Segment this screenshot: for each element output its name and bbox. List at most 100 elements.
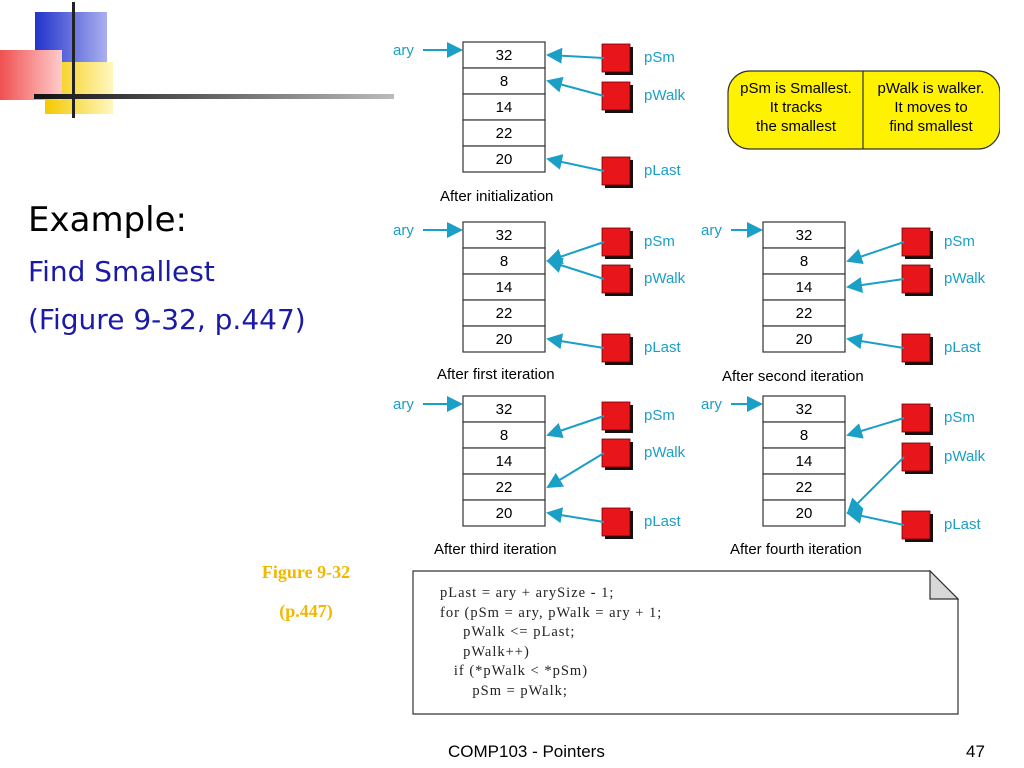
ary-label: ary bbox=[393, 222, 414, 239]
array-cell bbox=[462, 395, 546, 423]
panel-label: After second iteration bbox=[722, 368, 864, 385]
code-line: pWalk <= pLast; bbox=[440, 624, 576, 641]
panel-label: After first iteration bbox=[437, 366, 555, 383]
pointer-arrow-pwalk bbox=[546, 76, 605, 97]
pointer-box-pwalk bbox=[601, 438, 631, 468]
array-cell-value: 8 bbox=[800, 427, 808, 444]
pointer-arrow-plast bbox=[546, 154, 605, 172]
array-cell bbox=[762, 421, 846, 449]
array-cell bbox=[762, 299, 846, 327]
pointer-arrow-psm bbox=[846, 241, 905, 265]
code-line: for (pSm = ary, pWalk = ary + 1; bbox=[440, 604, 663, 621]
code-line: pWalk++) bbox=[440, 643, 530, 660]
array-cell bbox=[462, 325, 546, 353]
pointer-arrow-plast bbox=[546, 507, 605, 524]
pointer-box-plast bbox=[901, 510, 931, 540]
array-cell-value: 32 bbox=[496, 227, 513, 244]
note-box bbox=[727, 70, 1000, 150]
array-cell bbox=[762, 395, 846, 423]
pointer-box-pwalk bbox=[601, 264, 631, 294]
pointer-box-plast bbox=[901, 333, 931, 363]
corner-decoration-graphic bbox=[0, 2, 394, 118]
note-text-left: the smallest bbox=[756, 118, 837, 135]
array-cell-value: 22 bbox=[796, 305, 813, 322]
pointer-box-psm bbox=[601, 43, 631, 73]
slide-figure-ref: (Figure 9-32, p.447) bbox=[28, 303, 306, 336]
pointer-arrow-psm bbox=[546, 47, 605, 64]
pointer-label-plast: pLast bbox=[944, 516, 982, 533]
pointer-arrow-psm bbox=[546, 415, 605, 439]
array-cell-value: 22 bbox=[496, 305, 513, 322]
corner-decoration bbox=[0, 0, 400, 120]
array-cell bbox=[762, 247, 846, 275]
note-text-right: It moves to bbox=[894, 99, 967, 116]
array-cell bbox=[762, 325, 846, 353]
slide-title-block: Example: Find Smallest (Figure 9-32, p.4… bbox=[28, 200, 306, 344]
code-listing-box bbox=[412, 570, 959, 715]
pointer-label-plast: pLast bbox=[944, 339, 982, 356]
pointer-arrow-plast bbox=[846, 508, 905, 526]
array-cell bbox=[462, 447, 546, 475]
array-cell-value: 14 bbox=[496, 453, 513, 470]
pointer-box-pwalk bbox=[901, 442, 931, 472]
array-cell-value: 14 bbox=[796, 453, 813, 470]
code-line: pLast = ary + arySize - 1; bbox=[440, 585, 615, 601]
array-cell bbox=[762, 473, 846, 501]
pointer-arrow-pwalk bbox=[846, 456, 905, 515]
array-cell-value: 14 bbox=[496, 279, 513, 296]
page-number: 47 bbox=[966, 742, 985, 761]
array-cell-value: 8 bbox=[500, 253, 508, 270]
ary-label: ary bbox=[393, 396, 414, 413]
note-text-left: pSm is Smallest. bbox=[740, 80, 852, 97]
panel-label: After third iteration bbox=[434, 541, 557, 558]
ary-label: ary bbox=[701, 396, 722, 413]
array-cell bbox=[462, 93, 546, 121]
pointer-box-plast bbox=[601, 507, 631, 537]
array-cell bbox=[762, 273, 846, 301]
pointer-arrow-pwalk bbox=[846, 277, 905, 293]
figure-page-ref: (p.447) bbox=[279, 601, 333, 621]
array-cell-value: 32 bbox=[496, 401, 513, 418]
array-cell bbox=[462, 145, 546, 173]
array-cell bbox=[462, 499, 546, 527]
pointer-label-pwalk: pWalk bbox=[944, 270, 986, 287]
array-cell-value: 20 bbox=[496, 505, 513, 522]
array-cell-value: 20 bbox=[496, 331, 513, 348]
array-cell bbox=[462, 473, 546, 501]
pointer-arrow-plast bbox=[846, 333, 905, 350]
array-cell-value: 22 bbox=[496, 479, 513, 496]
slide-subtitle: Find Smallest bbox=[28, 255, 215, 288]
array-cell-value: 8 bbox=[800, 253, 808, 270]
pointer-arrow-pwalk bbox=[546, 452, 605, 489]
ary-label: ary bbox=[701, 222, 722, 239]
array-cell bbox=[762, 221, 846, 249]
array-cell-value: 20 bbox=[796, 331, 813, 348]
pointer-label-psm: pSm bbox=[644, 407, 675, 424]
array-cell-value: 8 bbox=[500, 73, 508, 90]
pointer-box-plast bbox=[601, 156, 631, 186]
note-text-right: find smallest bbox=[889, 118, 973, 135]
pointer-label-plast: pLast bbox=[644, 513, 682, 530]
array-cell-value: 14 bbox=[796, 279, 813, 296]
pointer-box-pwalk bbox=[601, 81, 631, 111]
array-cell-value: 14 bbox=[496, 99, 513, 116]
panel-label: After fourth iteration bbox=[730, 541, 862, 558]
pointer-label-pwalk: pWalk bbox=[644, 270, 686, 287]
array-cell-value: 20 bbox=[796, 505, 813, 522]
pointer-label-pwalk: pWalk bbox=[644, 87, 686, 104]
array-cell bbox=[462, 221, 546, 249]
code-line: if (*pWalk < *pSm) bbox=[440, 663, 589, 680]
figure-caption: Figure 9-32 bbox=[261, 562, 351, 582]
array-cell-value: 20 bbox=[496, 151, 513, 168]
array-cell-value: 22 bbox=[796, 479, 813, 496]
pointer-arrow-psm bbox=[846, 417, 905, 439]
pointer-label-psm: pSm bbox=[944, 409, 975, 426]
pointer-arrow-plast bbox=[546, 333, 605, 350]
pointer-box-psm bbox=[601, 401, 631, 431]
footer-course: COMP103 - Pointers bbox=[448, 742, 605, 761]
code-listing: pLast = ary + arySize - 1; for (pSm = ar… bbox=[440, 585, 662, 703]
pointer-box-plast bbox=[601, 333, 631, 363]
array-cell bbox=[762, 447, 846, 475]
array-cell-value: 22 bbox=[496, 125, 513, 142]
panel-label: After initialization bbox=[440, 188, 553, 205]
